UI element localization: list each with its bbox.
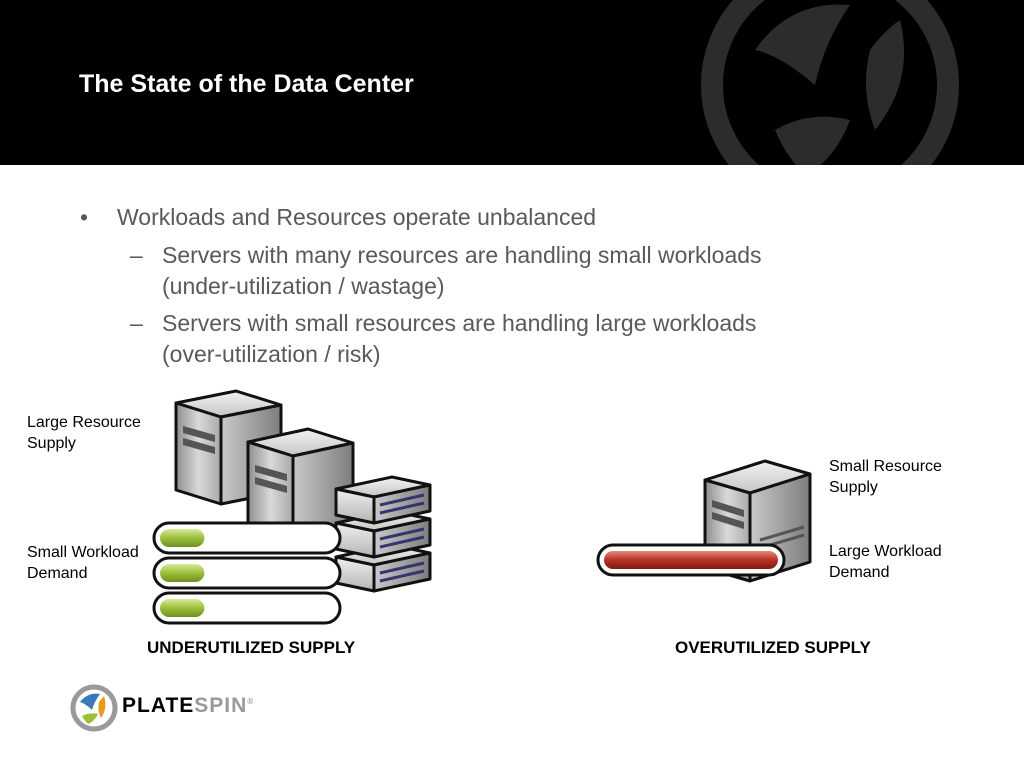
small-workload-demand-label: Small Workload Demand: [27, 544, 139, 582]
platespin-wordmark: PLATESPIN®: [122, 694, 254, 718]
slide-title: The State of the Data Center: [79, 70, 414, 98]
brand-spin: SPIN: [194, 694, 248, 717]
bullet-text-line: (over-utilization / risk): [162, 341, 381, 367]
bullet-text-line: Servers with small resources are handlin…: [162, 310, 757, 336]
bullet-marker: –: [130, 242, 143, 268]
small-resource-supply-label: Small Resource Supply: [829, 458, 942, 496]
slide-header: The State of the Data Center: [0, 0, 1024, 165]
large-resource-supply-label: Large Resource Supply: [27, 414, 141, 452]
bullet-marker: •: [80, 204, 89, 230]
workload-bar: [152, 591, 342, 625]
server-icon: [246, 427, 355, 544]
brand-registered-mark: ®: [247, 697, 255, 706]
overutilized-caption: OVERUTILIZED SUPPLY: [675, 638, 871, 657]
platespin-logo-icon: [70, 684, 118, 732]
bullet-text-line: (under-utilization / wastage): [162, 273, 445, 299]
workload-bar: [152, 521, 342, 555]
platespin-watermark-icon: [701, 0, 959, 165]
bullet-text-line: Servers with many resources are handling…: [162, 242, 762, 268]
large-workload-demand-label: Large Workload Demand: [829, 543, 942, 581]
bullet-text: Workloads and Resources operate unbalanc…: [117, 204, 597, 230]
underutilized-caption: UNDERUTILIZED SUPPLY: [147, 638, 356, 657]
workload-bar: [152, 556, 342, 590]
workload-bar: [596, 543, 786, 577]
brand-plate: PLATE: [122, 694, 195, 717]
bullet-marker: –: [130, 310, 143, 336]
rack-server-icon: [334, 475, 432, 525]
